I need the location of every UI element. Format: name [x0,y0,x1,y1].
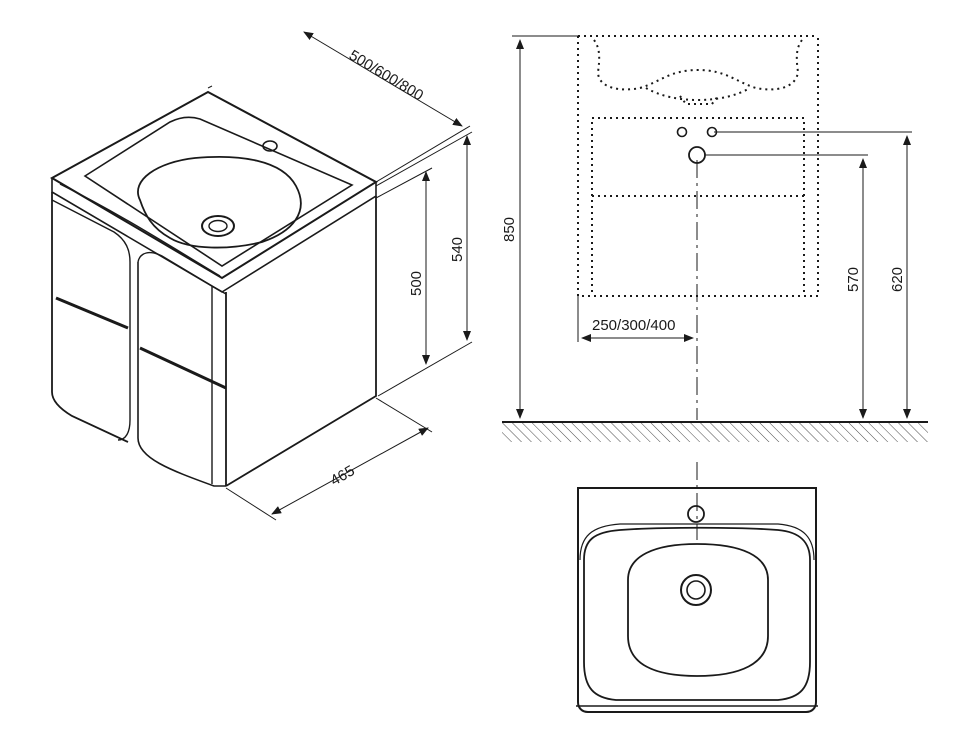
height-540-label: 540 [449,237,466,262]
top-tap-hole [687,505,705,523]
dim-570: 570 [705,154,868,419]
offset-label: 250/300/400 [592,317,675,334]
height-850-label: 850 [501,217,518,242]
height-570-label: 570 [845,267,862,292]
depth-label: 465 [328,462,358,489]
dim-620: 620 [714,131,912,419]
top-bowl [627,543,769,677]
width-label: 500/600/800 [346,47,426,105]
dim-850: 850 [501,35,578,419]
top-drain-inner [686,580,706,600]
top-basin-rim [583,526,811,701]
iso-drain [201,215,235,237]
height-620-label: 620 [889,267,906,292]
height-500-label: 500 [408,271,425,296]
iso-basin-top [49,90,378,293]
iso-dimension-500: 500 [375,167,433,365]
iso-tap-hole [262,140,278,152]
top-drain-outer [680,574,712,606]
floor [502,421,928,442]
top-view [576,462,818,713]
dim-offset: 250/300/400 [577,296,694,342]
iso-dimension-depth: 465 [225,397,433,521]
dotted-outline [577,35,819,297]
iso-dimension-540: 540 [375,131,473,397]
supply-left [676,126,688,138]
isometric-view: 500/600/800 540 500 465 [49,31,473,521]
front-elevation: 850 620 570 250/300/400 [501,35,928,442]
